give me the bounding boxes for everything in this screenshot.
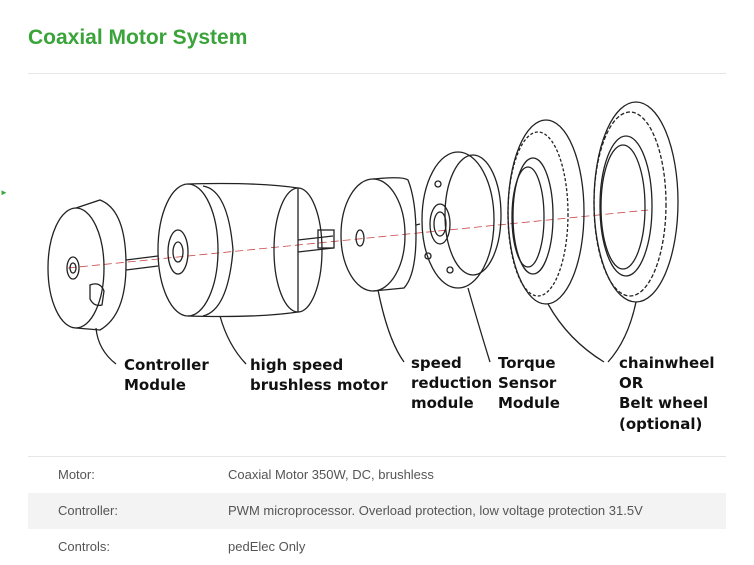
title-divider: [28, 73, 726, 74]
reduction-module-drawing: [340, 177, 421, 292]
label-torque: Torque Sensor Module: [498, 354, 562, 412]
leader-reduction: [377, 289, 405, 363]
label-reduction: speed reduction module: [411, 354, 497, 412]
leader-torque: [467, 287, 491, 363]
sensor-ring-drawing: [507, 119, 585, 305]
exploded-motor-diagram: Controller Module high speed brushless m…: [28, 90, 728, 450]
diagram-drawing: Controller Module high speed brushless m…: [47, 101, 720, 433]
spec-table: Motor: Coaxial Motor 350W, DC, brushless…: [28, 456, 726, 565]
leader-motor: [219, 315, 247, 365]
torque-sensor-drawing: [421, 151, 502, 289]
spec-row-motor: Motor: Coaxial Motor 350W, DC, brushless: [28, 456, 726, 493]
label-chainwheel: chainwheel OR Belt wheel (optional): [619, 354, 720, 433]
motor-drawing: [157, 182, 335, 318]
label-motor: high speed brushless motor: [250, 356, 388, 394]
spec-value: PWM microprocessor. Overload protection,…: [228, 503, 643, 518]
chainwheel-drawing: [593, 101, 679, 303]
spec-label: Controls:: [58, 539, 111, 554]
spec-value: pedElec Only: [228, 539, 306, 554]
spec-row-controller: Controller: PWM microprocessor. Overload…: [28, 493, 726, 529]
spec-row-controls: Controls: pedElec Only: [28, 529, 726, 565]
spec-label: Controller:: [58, 503, 118, 518]
spec-label: Motor:: [58, 467, 95, 482]
leader-chainwheel: [547, 301, 637, 363]
leader-controller: [95, 327, 117, 365]
controller-module-drawing: [47, 199, 159, 331]
label-controller: Controller Module: [124, 356, 214, 394]
edge-arrow-icon: ►: [0, 188, 8, 197]
axis-line: [67, 209, 649, 269]
spec-value: Coaxial Motor 350W, DC, brushless: [228, 467, 434, 482]
page-title: Coaxial Motor System: [28, 26, 248, 49]
